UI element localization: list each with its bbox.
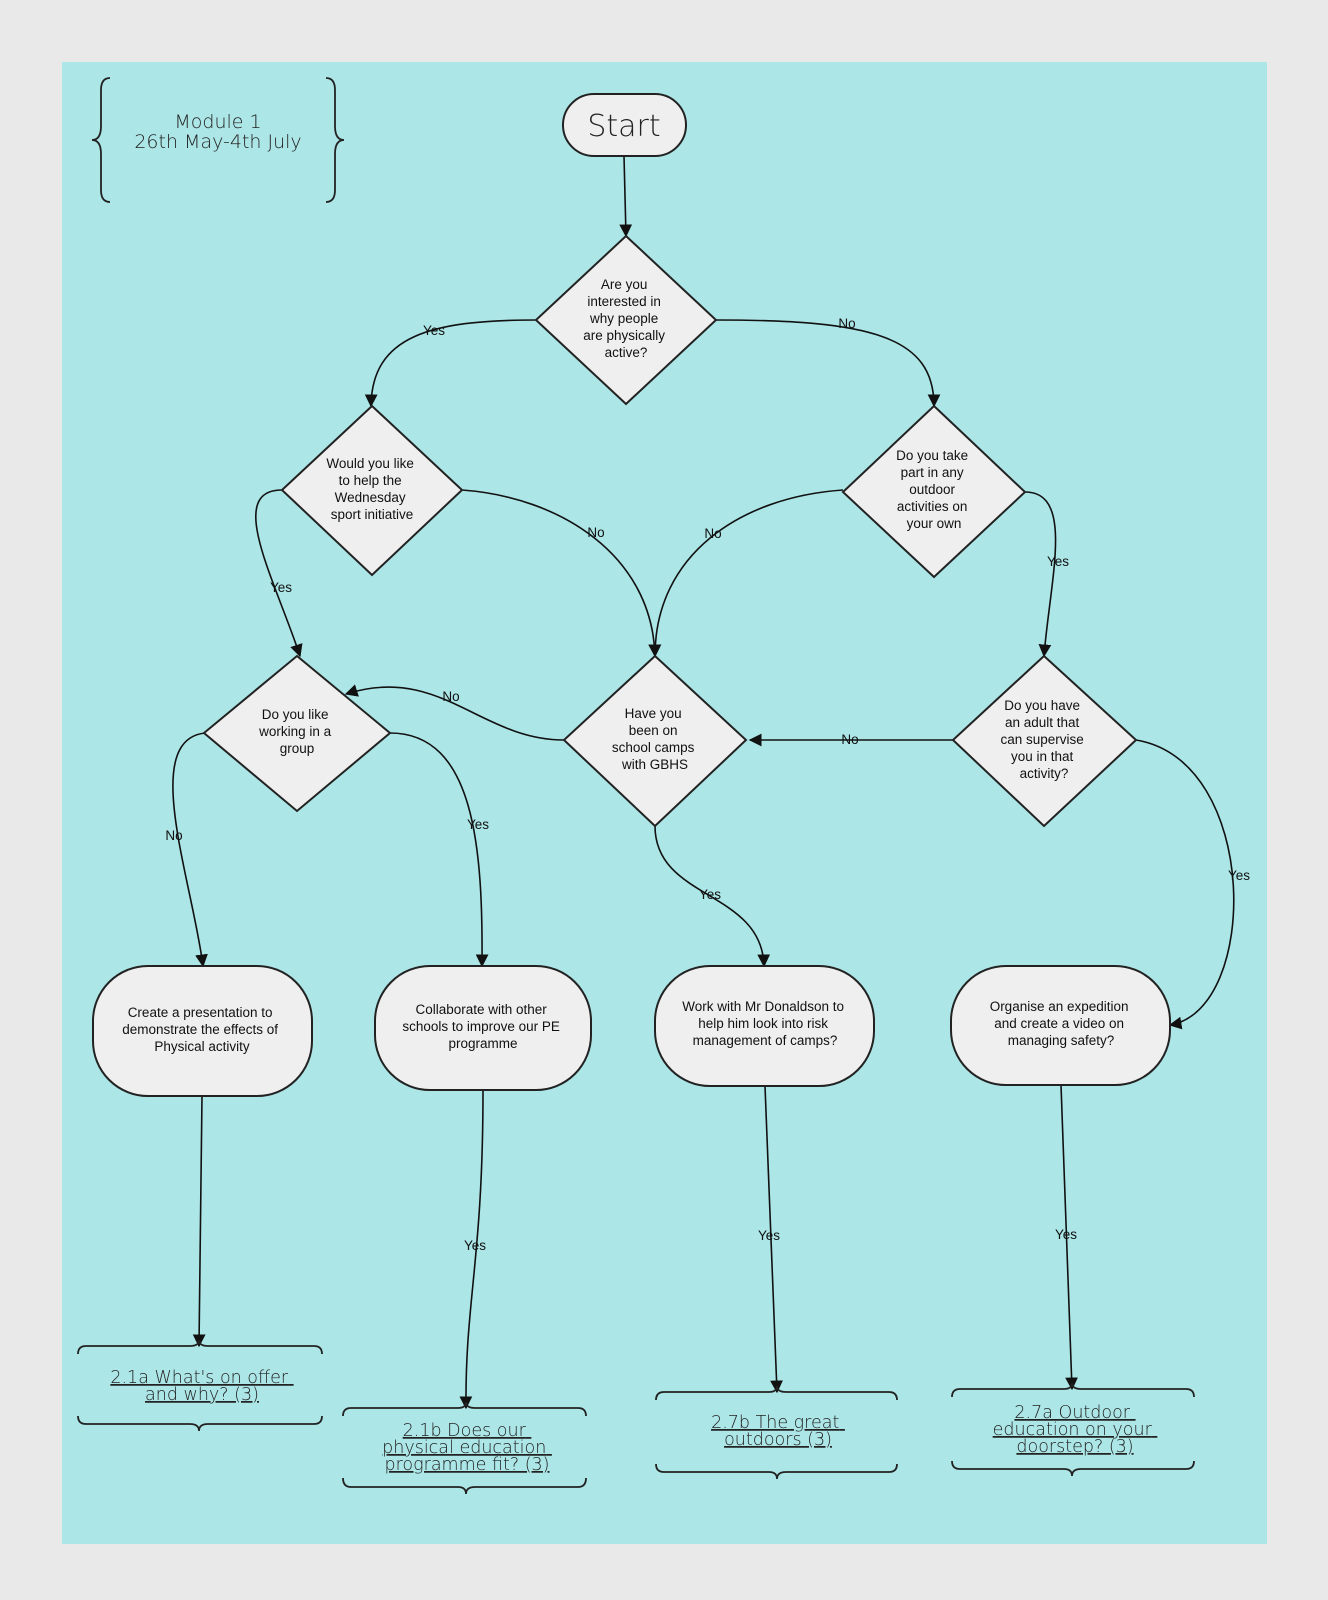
- decision-q4-text: Do you like working in a group: [258, 707, 335, 756]
- decision-q4: Do you like working in a group: [202, 654, 392, 813]
- label-a2-yes: Yes: [464, 1238, 486, 1253]
- action-a3: Work with Mr Donaldson to help him look …: [654, 965, 875, 1087]
- outcome-o2: 2.1b Does our physical education program…: [342, 1401, 587, 1495]
- label-q3-no: No: [704, 526, 721, 541]
- edge-a3-o3-yes: [764, 1085, 783, 1394]
- module-header: Module 1 26th May-4th July: [91, 77, 345, 203]
- edge-a2-o2-yes: [459, 1089, 484, 1410]
- module-dates: 26th May-4th July: [134, 131, 301, 153]
- edge-q1-q3-no: [715, 319, 941, 408]
- outcome-o4-text: 2.7a Outdoor education on your doorstep?…: [993, 1403, 1158, 1457]
- outcome-o3: 2.7b The great outdoors (3): [655, 1385, 898, 1480]
- outcome-o2-top-brace: [342, 1401, 587, 1417]
- start-label: Start: [587, 109, 660, 144]
- edge-q2-q5-no: [461, 489, 662, 658]
- label-q1-yes: Yes: [423, 323, 445, 338]
- edge-q5-a3-yes: [654, 825, 771, 968]
- outcome-o2-bottom-brace: [342, 1477, 587, 1495]
- decision-q6: Do you have an adult that can supervise …: [951, 654, 1138, 828]
- decision-q2: Would you like to help the Wednesday spo…: [280, 404, 464, 577]
- decision-q5-text: Have you been on school camps with GBHS: [612, 706, 698, 772]
- outcome-o1-top-brace: [77, 1339, 323, 1355]
- right-curly-brace: [325, 77, 345, 203]
- flowchart: Module 1 26th May-4th July Start Are you…: [77, 77, 1250, 1495]
- label-q1-no: No: [838, 316, 855, 331]
- label-q6-no: No: [841, 732, 858, 747]
- edge-q2-q4-yes: [255, 489, 303, 658]
- module-title: Module 1: [174, 111, 261, 133]
- label-a3-yes: Yes: [758, 1228, 780, 1243]
- edge-q4-a1-no: [172, 732, 208, 968]
- outcome-o1-text: 2.1a What's on offer and why? (3): [110, 1368, 293, 1405]
- decision-q5: Have you been on school camps with GBHS: [562, 654, 748, 828]
- action-a1-text: Create a presentation to demonstrate the…: [122, 1005, 282, 1054]
- flowchart-board: Module 1 26th May-4th July Start Are you…: [62, 62, 1267, 1544]
- label-q3-yes: Yes: [1047, 554, 1069, 569]
- edge-a1-o1: [192, 1095, 206, 1348]
- outcome-o1: 2.1a What's on offer and why? (3): [77, 1339, 323, 1432]
- action-a1: Create a presentation to demonstrate the…: [92, 965, 313, 1097]
- label-q4-no: No: [165, 828, 182, 843]
- edge-q6-a4-yes: [1135, 739, 1235, 1030]
- action-a4-text: Organise an expedition and create a vide…: [990, 999, 1133, 1048]
- edge-labels: Yes No No No Yes Yes No No No Yes Yes Ye…: [165, 316, 1250, 1253]
- decision-q3: Do you take part in any outdoor activiti…: [841, 404, 1027, 579]
- outcome-o4: 2.7a Outdoor education on your doorstep?…: [951, 1382, 1195, 1477]
- outcome-o4-bottom-brace: [951, 1460, 1195, 1477]
- label-q5-no: No: [442, 689, 459, 704]
- label-q2-yes: Yes: [270, 580, 292, 595]
- edge-a4-o4-yes: [1060, 1084, 1078, 1391]
- outcome-o2-text: 2.1b Does our physical education program…: [382, 1421, 552, 1475]
- action-a2: Collaborate with other schools to improv…: [374, 965, 592, 1091]
- label-q5-yes: Yes: [699, 887, 721, 902]
- edges: [172, 155, 1235, 1410]
- decision-q1-text: Are you interested in why people are phy…: [583, 277, 669, 360]
- action-a2-text: Collaborate with other schools to improv…: [402, 1002, 563, 1051]
- edge-q3-q6-yes: [1024, 491, 1057, 658]
- decision-q6-text: Do you have an adult that can supervise …: [1000, 698, 1087, 781]
- edge-q3-q5-no: [648, 489, 844, 658]
- label-a4-yes: Yes: [1055, 1227, 1077, 1242]
- outcome-o1-bottom-brace: [77, 1415, 323, 1432]
- outcome-o3-text: 2.7b The great outdoors (3): [711, 1413, 845, 1450]
- outcome-o4-top-brace: [951, 1382, 1195, 1398]
- edge-q1-q2-yes: [364, 319, 537, 408]
- action-a3-text: Work with Mr Donaldson to help him look …: [682, 999, 848, 1048]
- decision-q1: Are you interested in why people are phy…: [534, 234, 718, 406]
- outcome-o3-top-brace: [655, 1385, 898, 1401]
- action-a4: Organise an expedition and create a vide…: [950, 965, 1171, 1086]
- label-q6-yes: Yes: [1228, 868, 1250, 883]
- edge-start-q1: [619, 155, 633, 238]
- label-q2-no: No: [587, 525, 604, 540]
- decision-q2-text: Would you like to help the Wednesday spo…: [326, 456, 417, 522]
- outcome-o3-bottom-brace: [655, 1463, 898, 1480]
- left-curly-brace: [91, 77, 111, 203]
- label-q4-yes: Yes: [467, 817, 489, 832]
- decision-q3-text: Do you take part in any outdoor activiti…: [896, 448, 972, 531]
- start-terminal: Start: [562, 93, 687, 157]
- edge-q4-a2-yes: [389, 732, 489, 968]
- edge-q5-q4-no: [344, 684, 565, 741]
